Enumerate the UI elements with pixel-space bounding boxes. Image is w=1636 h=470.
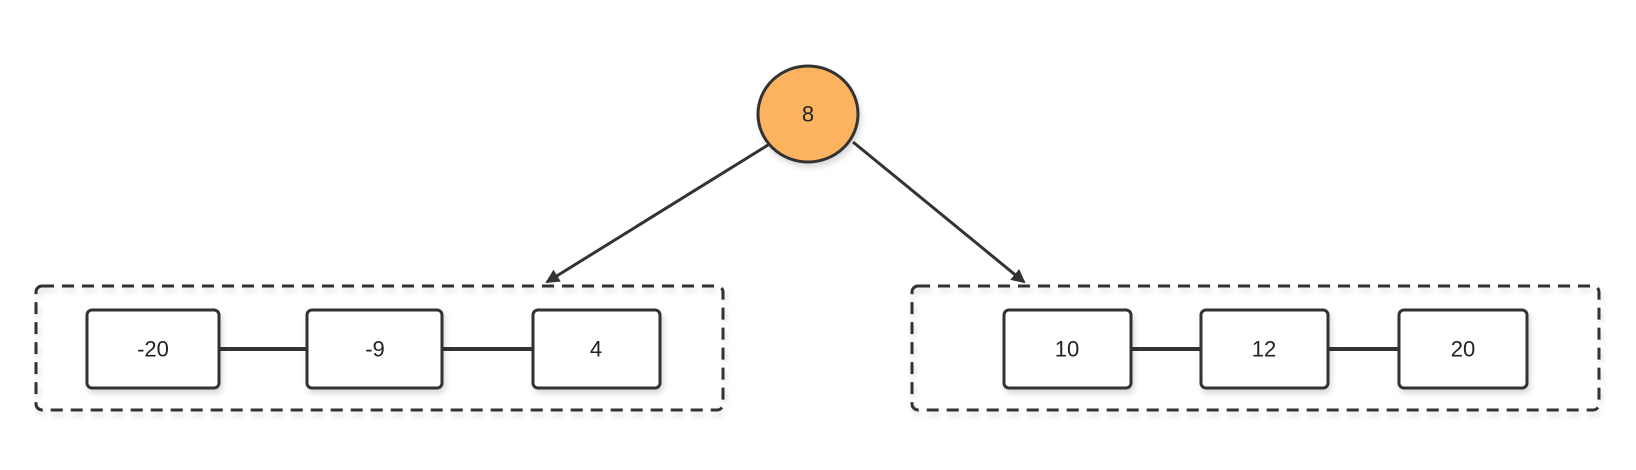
list-node-label: 12 [1252,337,1276,362]
list-node-box [1002,308,1133,390]
list-node: 10 [1002,308,1133,390]
list-node: -9 [305,308,444,390]
edge-root-to-right-group [852,140,1026,284]
list-node-label: -9 [365,337,385,362]
right-group-container [910,284,1601,412]
list-node-label: 10 [1055,337,1079,362]
list-node-box [1199,308,1330,390]
list-node-label: 4 [590,337,602,362]
list-node-box [85,308,221,390]
list-node-box [1397,308,1529,390]
list-node: 20 [1397,308,1529,390]
left-group-container [34,284,725,412]
root-node-label: 8 [802,102,814,127]
list-node-box [305,308,444,390]
root-node-circle [756,64,860,164]
list-node-box [531,308,662,390]
root-node: 8 [756,64,860,164]
list-node: 12 [1199,308,1330,390]
list-node-label: 20 [1451,337,1475,362]
list-node: 4 [531,308,662,390]
list-node-label: -20 [137,337,169,362]
edge-root-to-left-group [545,143,769,284]
list-node: -20 [85,308,221,390]
